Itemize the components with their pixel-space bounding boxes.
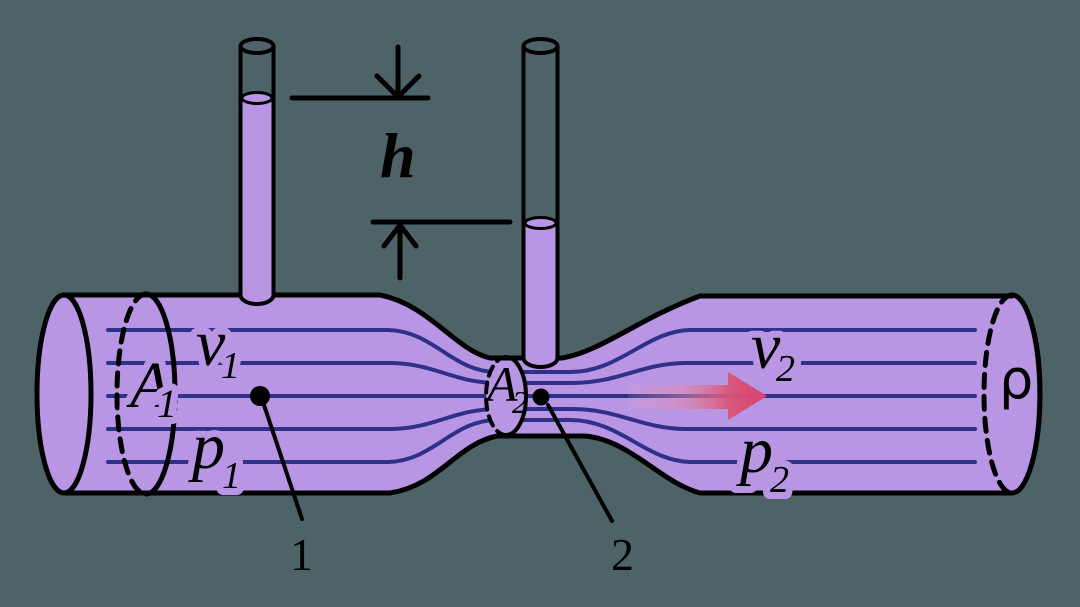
point1-label: 1 bbox=[290, 529, 313, 580]
tube2-top-rim bbox=[521, 37, 560, 55]
tube1-inlet-arc bbox=[238, 293, 276, 306]
point2-label: 2 bbox=[611, 529, 634, 580]
measurement-point-1: 1 bbox=[250, 386, 313, 580]
down-arrow-head bbox=[374, 73, 422, 100]
point1-dot bbox=[250, 386, 270, 406]
streamline-2 bbox=[106, 361, 977, 385]
a2-ellipse-solid-arc bbox=[504, 355, 528, 437]
right-end-cap-solid-arc bbox=[1009, 292, 1043, 496]
point2-dot bbox=[532, 388, 550, 406]
label-height-h: h bbox=[380, 120, 416, 191]
tube2-fluid-column bbox=[525, 223, 556, 363]
label-velocity2: v2 bbox=[751, 310, 795, 390]
tube1-fluid-column bbox=[242, 98, 272, 298]
point1-leader-line bbox=[262, 403, 304, 521]
manometer-tube-2 bbox=[521, 37, 560, 369]
tube2-inlet-arc bbox=[521, 356, 560, 369]
a1-ellipse-dashed-arc bbox=[114, 291, 149, 497]
a1-ellipse-solid-arc bbox=[143, 291, 178, 497]
cross-section-a2 bbox=[484, 355, 528, 437]
a2-ellipse-dashed-arc bbox=[484, 355, 508, 437]
point2-leader-line bbox=[546, 403, 614, 523]
label-density-rho: ρ bbox=[999, 348, 1033, 411]
up-arrow-head bbox=[381, 222, 419, 249]
pipe-left-end-cap bbox=[37, 295, 91, 493]
left-end-cap-rim bbox=[34, 292, 94, 496]
manometer-tube-1 bbox=[238, 37, 276, 306]
label-area2: A2 bbox=[484, 356, 528, 420]
tube2-fluid-surface bbox=[523, 216, 558, 230]
a2-ellipse-face bbox=[486, 357, 526, 435]
label-area1: A1 bbox=[126, 349, 177, 426]
measurement-point-2: 2 bbox=[532, 388, 634, 580]
streamline-5 bbox=[106, 418, 977, 464]
pipe-bottom-edge bbox=[61, 433, 1015, 496]
streamline-4 bbox=[106, 407, 977, 431]
streamline-1 bbox=[106, 328, 977, 374]
tube1-top-rim bbox=[238, 37, 276, 55]
height-dimension: h bbox=[289, 44, 513, 281]
cross-section-a1 bbox=[114, 291, 178, 497]
right-end-cap-dashed-arc bbox=[981, 292, 1015, 496]
flow-direction-arrow bbox=[628, 372, 767, 420]
tube1-fluid-surface bbox=[240, 91, 274, 105]
pipe-top-edge bbox=[61, 292, 1015, 361]
pipe-outline bbox=[34, 292, 1043, 496]
